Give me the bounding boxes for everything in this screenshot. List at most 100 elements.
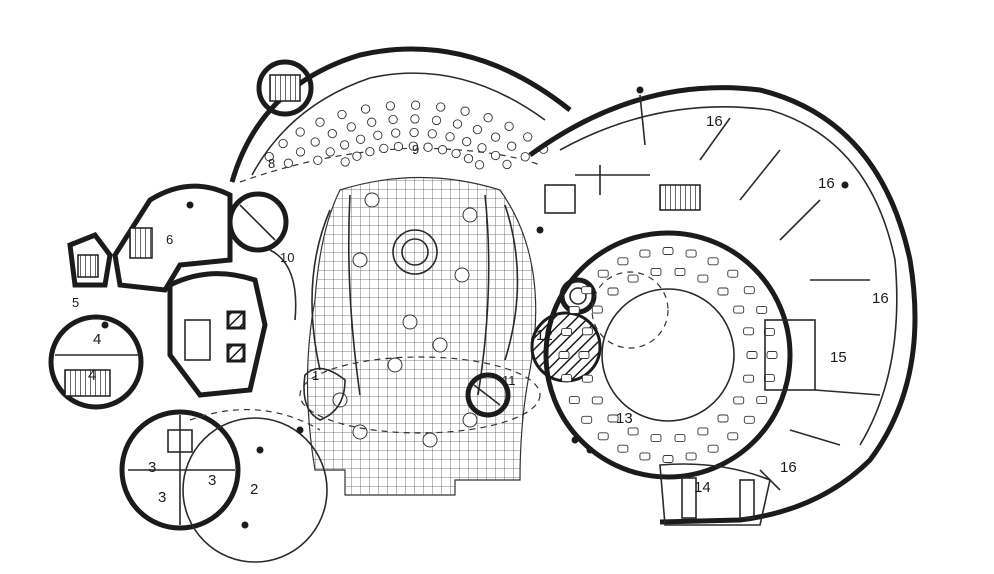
courtyard-tree bbox=[462, 412, 478, 428]
dining-table bbox=[393, 141, 404, 152]
courtyard-tree bbox=[402, 314, 418, 330]
hall-table bbox=[727, 432, 739, 441]
round-rooms-3 bbox=[119, 409, 241, 531]
dining-table bbox=[365, 146, 375, 157]
dining-table bbox=[310, 137, 320, 147]
hall-table bbox=[607, 287, 619, 296]
hall-table bbox=[568, 396, 580, 405]
hall-table bbox=[650, 434, 662, 443]
dining-table bbox=[520, 152, 530, 162]
stair-tower-top bbox=[256, 59, 314, 117]
dining-table bbox=[340, 157, 350, 167]
dining-table bbox=[278, 138, 288, 149]
dining-table bbox=[474, 160, 485, 170]
hall-table bbox=[743, 327, 755, 336]
dining-table bbox=[463, 153, 474, 164]
hall-table bbox=[617, 257, 629, 266]
hall-table bbox=[561, 374, 573, 383]
hall-table bbox=[662, 247, 674, 255]
dining-table bbox=[490, 150, 501, 161]
dining-table bbox=[388, 114, 398, 125]
dining-table bbox=[431, 115, 442, 126]
courtyard-tree bbox=[454, 267, 470, 283]
dining-table bbox=[325, 147, 335, 157]
courtyard-tree bbox=[462, 207, 478, 223]
hall-table bbox=[650, 267, 662, 276]
dining-table bbox=[477, 143, 487, 153]
dining-table bbox=[460, 106, 470, 116]
dining-table bbox=[437, 145, 448, 155]
hall-table bbox=[685, 249, 697, 258]
courtyard-tree bbox=[352, 424, 368, 440]
central-courtyard bbox=[299, 176, 541, 496]
label-room-3a: 3 bbox=[148, 459, 156, 476]
dining-table bbox=[360, 104, 371, 114]
dining-hall-upper bbox=[229, 46, 572, 183]
dining-table bbox=[367, 117, 377, 127]
hall-table bbox=[746, 351, 758, 359]
hall-table bbox=[756, 305, 768, 314]
hall-table bbox=[763, 327, 775, 336]
label-room-16d: 16 bbox=[780, 459, 797, 476]
dining-tables bbox=[264, 100, 549, 170]
label-room-13: 13 bbox=[616, 410, 633, 427]
dining-table bbox=[408, 141, 418, 151]
hall-table bbox=[578, 351, 590, 359]
dining-table bbox=[409, 127, 419, 138]
dining-table bbox=[507, 141, 517, 151]
courtyard-tree bbox=[364, 192, 380, 208]
entry-1 bbox=[303, 367, 346, 421]
structural-columns bbox=[101, 86, 849, 529]
label-room-6: 6 bbox=[166, 232, 173, 247]
hall-table bbox=[617, 444, 629, 453]
hall-table bbox=[627, 274, 639, 283]
main-hall bbox=[528, 85, 918, 525]
hall-table bbox=[717, 287, 729, 296]
hall-table bbox=[607, 414, 619, 423]
hall-table bbox=[561, 327, 573, 336]
office-ring bbox=[544, 94, 881, 491]
hall-table bbox=[597, 269, 609, 278]
hall-table bbox=[733, 396, 745, 405]
hall-table bbox=[558, 351, 570, 359]
dining-table bbox=[523, 132, 533, 142]
hall-table bbox=[597, 432, 609, 441]
hall-table bbox=[685, 452, 697, 461]
hall-table bbox=[639, 249, 651, 258]
dining-table bbox=[385, 101, 396, 111]
hall-table bbox=[717, 414, 729, 423]
hall-table bbox=[743, 415, 755, 424]
hall-table bbox=[639, 452, 651, 461]
hall-table bbox=[766, 351, 778, 359]
hall-table bbox=[697, 274, 709, 283]
dining-table bbox=[445, 132, 455, 142]
label-room-8: 8 bbox=[268, 156, 275, 171]
dining-table bbox=[352, 151, 362, 161]
hall-table bbox=[662, 455, 674, 463]
dining-table bbox=[327, 128, 337, 139]
dining-table bbox=[472, 124, 483, 135]
dining-table bbox=[490, 132, 501, 142]
courtyard-tree bbox=[432, 337, 448, 353]
hall-table bbox=[707, 444, 719, 453]
label-room-4a: 4 bbox=[93, 331, 101, 348]
round-room-4 bbox=[48, 314, 144, 410]
hall-table bbox=[674, 434, 686, 443]
dining-table bbox=[337, 109, 347, 120]
dining-table bbox=[451, 148, 461, 159]
label-room-11: 11 bbox=[502, 373, 516, 388]
room-14 bbox=[659, 463, 771, 526]
hall-table bbox=[568, 305, 580, 314]
courtyard-trees bbox=[332, 192, 478, 448]
label-room-2: 2 bbox=[250, 481, 258, 498]
label-room-14: 14 bbox=[694, 479, 711, 496]
dining-table bbox=[423, 142, 433, 152]
round-room-11 bbox=[465, 372, 511, 418]
label-room-16c: 16 bbox=[872, 290, 889, 307]
courtyard-tree bbox=[422, 432, 438, 448]
hall-table bbox=[756, 396, 768, 405]
hall-table bbox=[581, 327, 593, 336]
dining-table bbox=[283, 158, 294, 168]
hall-table bbox=[743, 286, 755, 295]
